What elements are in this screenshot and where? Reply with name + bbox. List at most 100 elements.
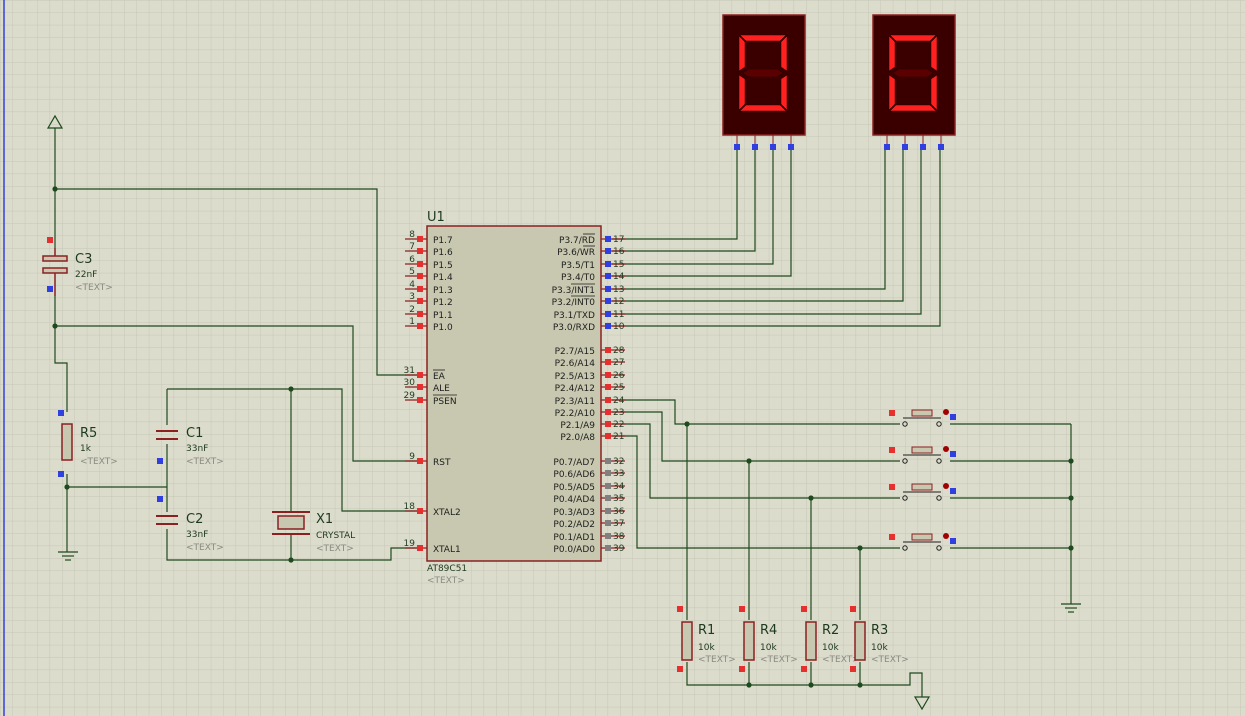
capacitor-c3[interactable]: C3 22nF <TEXT> (42, 237, 113, 296)
pin-label: P1.7 (433, 236, 453, 246)
push-button[interactable] (889, 409, 956, 427)
text-placeholder: <TEXT> (75, 283, 113, 293)
ground-terminal-icon[interactable] (913, 696, 931, 711)
seven-segment-display[interactable] (722, 14, 806, 150)
pin-marker (605, 323, 611, 329)
crystal-x1[interactable]: X1 CRYSTAL <TEXT> (272, 511, 355, 554)
resistor-r1[interactable]: R1 10k <TEXT> (677, 606, 736, 672)
pin-marker (417, 261, 423, 267)
resistor-r2[interactable]: R2 10k <TEXT> (801, 606, 860, 672)
pin-marker (58, 471, 64, 477)
pin-marker (157, 458, 163, 464)
power-terminal-icon[interactable] (46, 114, 64, 129)
pin-marker (889, 410, 895, 416)
pin-marker (850, 606, 856, 612)
chip-pin[interactable]: 5P1.4 (405, 267, 453, 283)
pin-label: RST (433, 458, 451, 468)
microcontroller-u1[interactable]: U1 AT89C51 <TEXT> 8P1.77P1.66P1.55P1.44P… (404, 210, 625, 586)
text-placeholder: <TEXT> (698, 655, 736, 665)
pin-label: P2.2/A10 (555, 409, 596, 419)
chip-pin[interactable]: 8P1.7 (405, 230, 453, 246)
chip-pin[interactable]: 6P1.5 (405, 255, 453, 271)
resistor-r4[interactable]: R4 10k <TEXT> (739, 606, 798, 672)
pin-label: P0.1/AD1 (553, 533, 595, 543)
button-state-dot (943, 446, 949, 452)
resistor-value: 10k (698, 643, 715, 653)
pin-label: P0.3/AD3 (553, 508, 595, 518)
crystal-value: CRYSTAL (316, 531, 355, 541)
pin-marker (417, 298, 423, 304)
pin-number: 31 (404, 366, 415, 376)
chip-pin[interactable]: 7P1.6 (405, 242, 453, 258)
chip-pin[interactable]: 1P1.0 (405, 317, 453, 333)
pin-marker (605, 409, 611, 415)
capacitor-c1[interactable]: C1 33nF <TEXT> (156, 426, 224, 467)
pin-label: ALE (433, 384, 450, 394)
chip-pin[interactable]: 4P1.3 (405, 280, 453, 296)
pin-label: XTAL2 (433, 508, 461, 518)
pin-marker (850, 666, 856, 672)
seven-segment-display[interactable] (872, 14, 956, 150)
pin-label: P1.1 (433, 311, 453, 321)
chip-pin[interactable]: 3P1.2 (405, 292, 453, 308)
pin-label: P1.5 (433, 261, 453, 271)
button-state-dot (943, 483, 949, 489)
pin-marker (47, 237, 53, 243)
push-button[interactable] (889, 533, 956, 551)
resistor-ref: R4 (760, 623, 777, 638)
pin-label: EA (433, 372, 446, 382)
chip-ref: U1 (427, 210, 445, 225)
seven-segment-displays (722, 14, 956, 150)
ground-icon[interactable] (1061, 600, 1081, 613)
segment-f (888, 35, 896, 72)
pin-number: 16 (613, 247, 625, 257)
pin-number: 35 (613, 494, 624, 504)
push-button[interactable] (889, 446, 956, 464)
pin-number: 14 (613, 272, 625, 282)
resistor-value: 1k (80, 444, 92, 454)
resistor-r5[interactable]: R5 1k <TEXT> (58, 410, 118, 477)
ground-icon[interactable] (58, 545, 78, 561)
pin-marker (605, 508, 611, 514)
pin-marker (950, 488, 956, 494)
resistor-r3[interactable]: R3 10k <TEXT> (850, 606, 909, 672)
pin-label: P3.1/TXD (554, 311, 595, 321)
chip-pin[interactable]: 2P1.1 (405, 305, 453, 321)
pin-marker (902, 144, 908, 150)
push-button[interactable] (889, 483, 956, 501)
pin-label: P0.6/AD6 (553, 470, 595, 480)
capacitor-c2[interactable]: C2 33nF <TEXT> (156, 496, 224, 553)
pin-marker (889, 534, 895, 540)
